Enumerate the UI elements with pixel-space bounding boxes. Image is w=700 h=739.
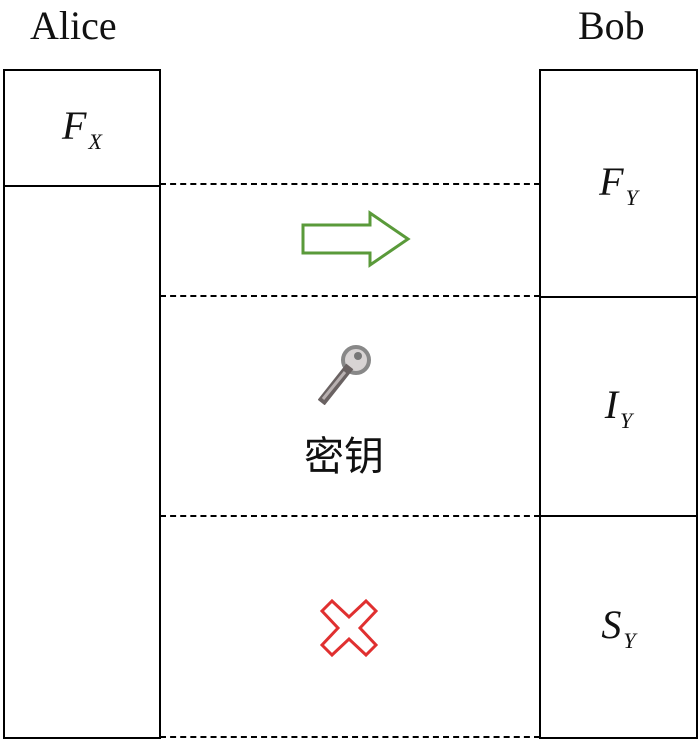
dashed-line-2 [160,295,540,297]
bob-cell-sy: SY [541,517,696,737]
bob-divider-1 [541,296,696,298]
alice-cell-fx: FX [5,71,159,186]
cross-icon [319,598,379,658]
bob-cell-iy: IY [541,298,696,516]
alice-divider [5,185,159,187]
key-icon [318,345,371,405]
alice-label: Alice [30,3,117,48]
key-label: 密钥 [304,434,384,480]
dashed-line-1 [160,183,540,185]
arrow-right-icon [301,210,411,268]
alice-column: FX [3,69,161,739]
bob-divider-2 [541,515,696,517]
bob-symbol-iy: IY [604,381,633,433]
bob-symbol-fy: FY [599,158,638,210]
bob-column: FY IY SY [539,69,698,739]
bob-symbol-sy: SY [601,601,636,653]
bob-label: Bob [578,3,645,48]
dashed-line-3 [160,515,540,517]
alice-symbol: FX [62,103,102,154]
bob-cell-fy: FY [541,71,696,297]
dashed-line-4 [160,736,540,738]
